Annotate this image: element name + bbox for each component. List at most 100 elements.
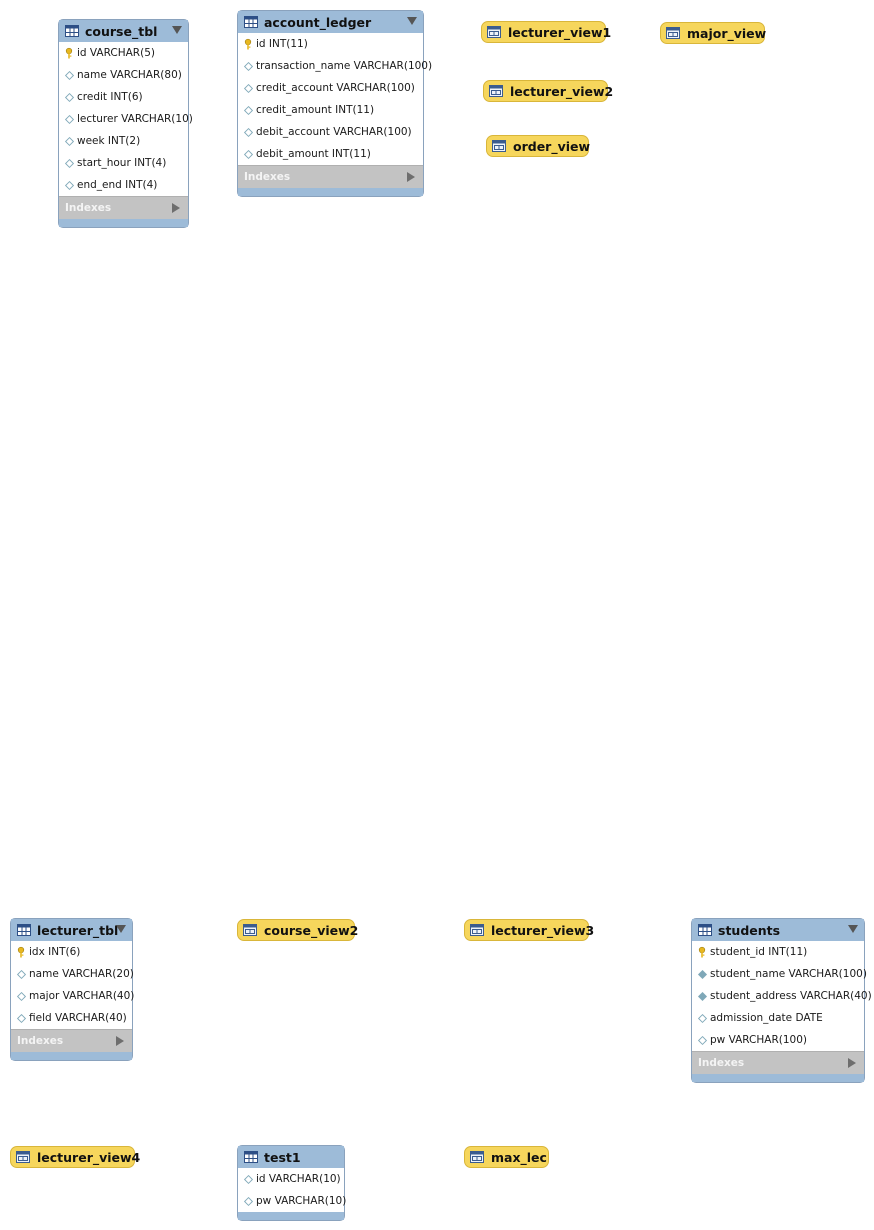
- column-label: week INT(2): [77, 135, 141, 147]
- table-title: students: [718, 922, 781, 938]
- column-diamond-icon: [697, 1013, 707, 1023]
- view-title: lecturer_view4: [37, 1149, 141, 1165]
- view-title: major_view: [687, 25, 767, 41]
- column-row[interactable]: credit_amount INT(11): [238, 99, 423, 121]
- column-label: pw VARCHAR(100): [710, 1034, 807, 1046]
- table-lecturer-tbl[interactable]: lecturer_tbl idx INT(6)name VARCHAR(20)m…: [10, 918, 134, 1061]
- column-row[interactable]: field VARCHAR(40): [11, 1007, 132, 1029]
- table-header[interactable]: course_tbl: [59, 20, 188, 42]
- table-header[interactable]: lecturer_tbl: [11, 919, 132, 941]
- column-label: student_name VARCHAR(100): [710, 968, 867, 980]
- table-title: account_ledger: [264, 14, 372, 30]
- expand-arrow-icon[interactable]: [407, 172, 415, 182]
- indexes-label: Indexes: [244, 171, 291, 183]
- column-row[interactable]: id VARCHAR(10): [238, 1168, 344, 1190]
- view-lecturer-view2[interactable]: lecturer_view2: [483, 80, 613, 102]
- collapse-toggle-icon[interactable]: [848, 925, 858, 933]
- column-label: name VARCHAR(80): [77, 69, 182, 81]
- table-course-tbl[interactable]: course_tbl id VARCHAR(5) name VARCHAR(80)…: [58, 19, 193, 228]
- column-row[interactable]: pw VARCHAR(10): [238, 1190, 347, 1212]
- column-label: credit INT(6): [77, 91, 143, 103]
- table-icon: [65, 25, 79, 37]
- column-diamond-icon: [64, 92, 74, 102]
- column-row[interactable]: student_name VARCHAR(100): [692, 963, 867, 985]
- column-row[interactable]: id VARCHAR(5): [59, 42, 188, 64]
- column-label: id VARCHAR(5): [77, 47, 155, 59]
- view-title: max_lec: [491, 1149, 547, 1165]
- expand-arrow-icon[interactable]: [116, 1036, 124, 1046]
- column-label: debit_account VARCHAR(100): [256, 126, 412, 138]
- column-row[interactable]: start_hour INT(4): [59, 152, 188, 174]
- collapse-toggle-icon[interactable]: [407, 17, 417, 25]
- table-footer: [11, 1052, 132, 1060]
- column-label: field VARCHAR(40): [29, 1012, 127, 1024]
- column-row[interactable]: lecturer VARCHAR(10): [59, 108, 193, 130]
- column-row[interactable]: name VARCHAR(80): [59, 64, 188, 86]
- column-label: student_id INT(11): [710, 946, 808, 958]
- column-label: pw VARCHAR(10): [256, 1195, 347, 1207]
- column-label: id INT(11): [256, 38, 308, 50]
- indexes-section[interactable]: Indexes: [59, 196, 188, 219]
- column-row[interactable]: week INT(2): [59, 130, 188, 152]
- column-row[interactable]: admission_date DATE: [692, 1007, 864, 1029]
- view-lecturer-view1[interactable]: lecturer_view1: [481, 21, 611, 43]
- column-diamond-icon: [243, 1196, 253, 1206]
- column-row[interactable]: end_end INT(4): [59, 174, 188, 196]
- table-footer: [59, 219, 188, 227]
- column-row[interactable]: transaction_name VARCHAR(100): [238, 55, 432, 77]
- column-diamond-icon: [64, 70, 74, 80]
- column-row[interactable]: student_address VARCHAR(40): [692, 985, 872, 1007]
- indexes-section[interactable]: Indexes: [11, 1029, 132, 1052]
- table-header[interactable]: test1: [238, 1146, 344, 1168]
- primary-key-icon: [243, 38, 253, 49]
- column-row[interactable]: major VARCHAR(40): [11, 985, 134, 1007]
- view-lecturer-view4[interactable]: lecturer_view4: [10, 1146, 140, 1168]
- view-icon: [16, 1151, 30, 1163]
- table-icon: [244, 1151, 258, 1163]
- table-test1[interactable]: test1 id VARCHAR(10) pw VARCHAR(10): [237, 1145, 347, 1221]
- column-row[interactable]: debit_amount INT(11): [238, 143, 423, 165]
- column-label: id VARCHAR(10): [256, 1173, 341, 1185]
- view-major-view[interactable]: major_view: [660, 22, 767, 44]
- indexes-section[interactable]: Indexes: [238, 165, 423, 188]
- not-null-diamond-icon: [697, 969, 707, 979]
- column-label: transaction_name VARCHAR(100): [256, 60, 433, 72]
- view-course-view2[interactable]: course_view2: [237, 919, 358, 941]
- view-icon: [470, 924, 484, 936]
- column-row[interactable]: name VARCHAR(20): [11, 963, 134, 985]
- column-diamond-icon: [64, 114, 74, 124]
- view-order-view[interactable]: order_view: [486, 135, 591, 157]
- column-row[interactable]: student_id INT(11): [692, 941, 864, 963]
- table-icon: [244, 16, 258, 28]
- view-title: order_view: [513, 138, 591, 154]
- column-diamond-icon: [243, 127, 253, 137]
- column-diamond-icon: [243, 61, 253, 71]
- column-label: end_end INT(4): [77, 179, 158, 191]
- column-row[interactable]: credit_account VARCHAR(100): [238, 77, 423, 99]
- table-header[interactable]: account_ledger: [238, 11, 423, 33]
- column-label: credit_amount INT(11): [256, 104, 375, 116]
- column-diamond-icon: [16, 1013, 26, 1023]
- view-lecturer-view3[interactable]: lecturer_view3: [464, 919, 594, 941]
- column-row[interactable]: idx INT(6): [11, 941, 132, 963]
- table-students[interactable]: students student_id INT(11) student_name …: [691, 918, 872, 1083]
- view-icon: [666, 27, 680, 39]
- indexes-label: Indexes: [65, 202, 112, 214]
- indexes-section[interactable]: Indexes: [692, 1051, 864, 1074]
- view-icon: [487, 26, 501, 38]
- table-header[interactable]: students: [692, 919, 864, 941]
- column-diamond-icon: [64, 180, 74, 190]
- expand-arrow-icon[interactable]: [172, 203, 180, 213]
- expand-arrow-icon[interactable]: [848, 1058, 856, 1068]
- view-max-lec[interactable]: max_lec: [464, 1146, 549, 1168]
- column-diamond-icon: [697, 1035, 707, 1045]
- column-row[interactable]: pw VARCHAR(100): [692, 1029, 864, 1051]
- collapse-toggle-icon[interactable]: [116, 925, 126, 933]
- table-footer: [692, 1074, 864, 1082]
- collapse-toggle-icon[interactable]: [172, 26, 182, 34]
- table-account-ledger[interactable]: account_ledger id INT(11) transaction_nam…: [237, 10, 432, 197]
- column-row[interactable]: id INT(11): [238, 33, 423, 55]
- column-row[interactable]: debit_account VARCHAR(100): [238, 121, 423, 143]
- view-title: lecturer_view3: [491, 922, 595, 938]
- column-row[interactable]: credit INT(6): [59, 86, 188, 108]
